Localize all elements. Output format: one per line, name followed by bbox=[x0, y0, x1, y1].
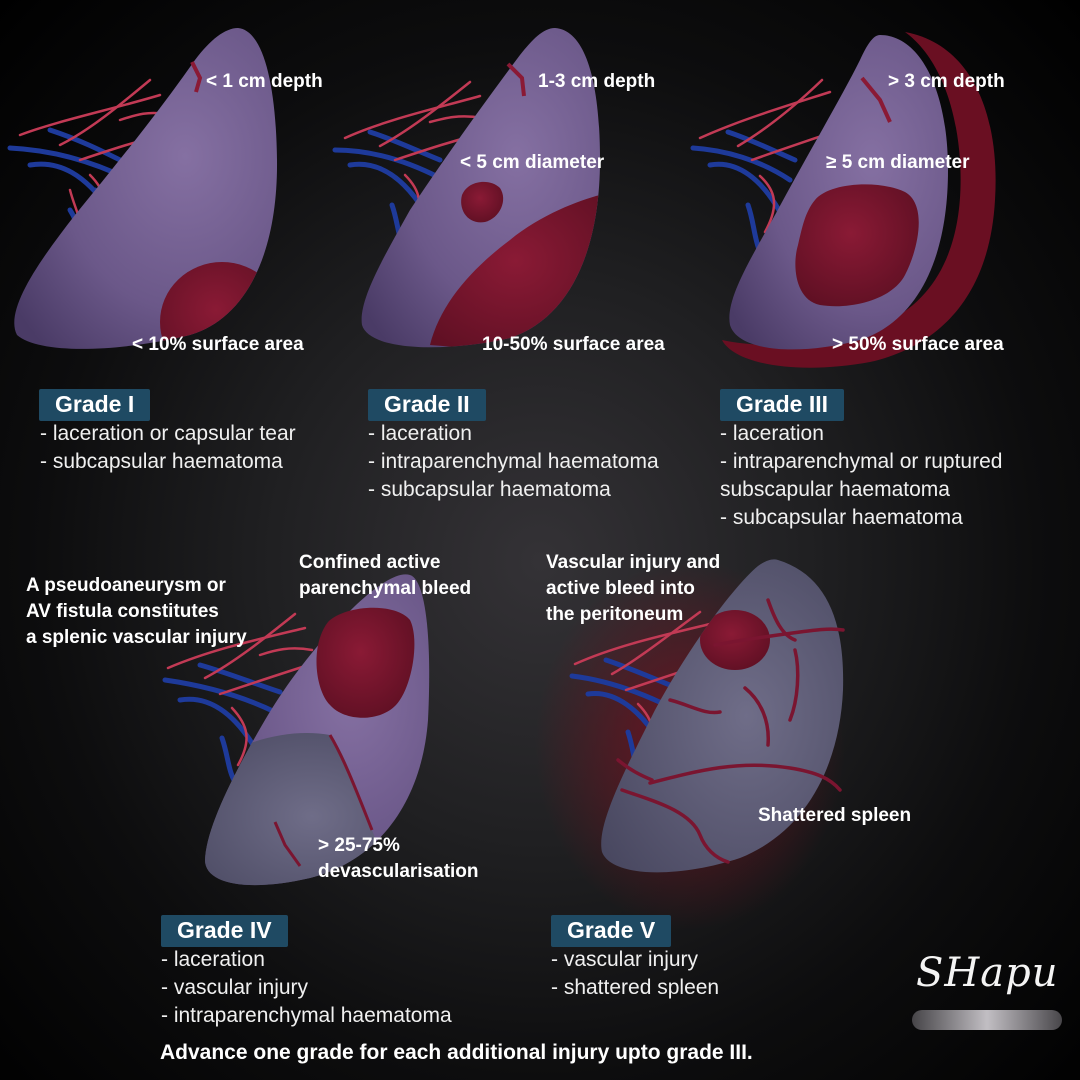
feature-item: - shattered spleen bbox=[551, 976, 720, 999]
laceration bbox=[190, 61, 203, 93]
subcapsular-haematoma bbox=[160, 262, 278, 349]
surface-area-annotation: < 10% surface area bbox=[132, 334, 304, 355]
laceration bbox=[273, 821, 302, 867]
grade-1-title: Grade I bbox=[39, 389, 151, 421]
feature-item: - intraparenchymal haematoma bbox=[161, 1004, 452, 1027]
signature-underline bbox=[912, 1010, 1062, 1030]
active-parenchymal-bleed bbox=[316, 607, 415, 718]
feature-item: - vascular injury bbox=[161, 976, 309, 999]
feature-item: - intraparenchymal haematoma bbox=[368, 450, 659, 473]
devascularisation-note: > 25-75% devascularisation bbox=[318, 835, 479, 882]
fracture-lines bbox=[616, 598, 845, 864]
depth-annotation: < 1 cm depth bbox=[206, 71, 323, 92]
feature-item: - subcapsular haematoma bbox=[368, 478, 611, 501]
feature-item: - intraparenchymal or ruptured bbox=[720, 450, 1003, 473]
grade-3-features: - laceration - intraparenchymal or ruptu… bbox=[720, 420, 1002, 532]
diameter-annotation: < 5 cm diameter bbox=[460, 152, 605, 173]
grade-2-title: Grade II bbox=[368, 389, 486, 421]
diameter-annotation: ≥ 5 cm diameter bbox=[826, 152, 970, 173]
grade-5-title: Grade V bbox=[551, 915, 672, 947]
author-signature: SHapu bbox=[916, 950, 1059, 996]
grade-4-features: - laceration - vascular injury - intrapa… bbox=[161, 946, 452, 1030]
grade-2-features: - laceration - intraparenchymal haematom… bbox=[368, 420, 659, 504]
intraparenchymal-haematoma bbox=[795, 184, 919, 307]
feature-item: - vascular injury bbox=[551, 948, 699, 971]
active-bleed-note: Confined active parenchymal bleed bbox=[299, 552, 472, 599]
intraparenchymal-haematoma bbox=[461, 181, 504, 223]
laceration bbox=[860, 76, 892, 123]
feature-item: - laceration bbox=[161, 948, 265, 971]
grade-5-features: - vascular injury - shattered spleen bbox=[551, 946, 719, 1002]
surface-area-annotation: 10-50% surface area bbox=[482, 334, 665, 355]
laceration bbox=[506, 62, 526, 97]
depth-annotation: > 3 cm depth bbox=[888, 71, 1005, 92]
shattered-spleen-note: Shattered spleen bbox=[758, 805, 912, 826]
grade-3-title: Grade III bbox=[720, 389, 845, 421]
feature-item: - laceration bbox=[368, 422, 472, 445]
feature-item: - subcapsular haematoma bbox=[40, 450, 283, 473]
surface-area-annotation: > 50% surface area bbox=[832, 334, 1004, 355]
feature-item: - laceration or capsular tear bbox=[40, 422, 296, 445]
footer-note: Advance one grade for each additional in… bbox=[160, 1041, 753, 1064]
feature-item: - subcapsular haematoma bbox=[720, 506, 963, 529]
spleen-grade-2 bbox=[332, 28, 600, 348]
peritoneal-bleed-note: Vascular injury and active bleed into th… bbox=[546, 552, 721, 625]
feature-item: - laceration bbox=[720, 422, 824, 445]
grade-1-features: - laceration or capsular tear - subcapsu… bbox=[40, 420, 296, 476]
feature-item: subscapular haematoma bbox=[720, 478, 950, 501]
vascular-injury-note: A pseudoaneurysm or AV fistula constitut… bbox=[26, 575, 247, 648]
depth-annotation: 1-3 cm depth bbox=[538, 71, 656, 92]
devascularised-segment bbox=[205, 733, 400, 886]
grade-4-title: Grade IV bbox=[161, 915, 288, 947]
spleen-grade-5 bbox=[535, 559, 845, 930]
spleen-grade-3 bbox=[690, 32, 996, 368]
spleen-body bbox=[601, 559, 844, 873]
spleen-grade-4 bbox=[162, 574, 430, 886]
